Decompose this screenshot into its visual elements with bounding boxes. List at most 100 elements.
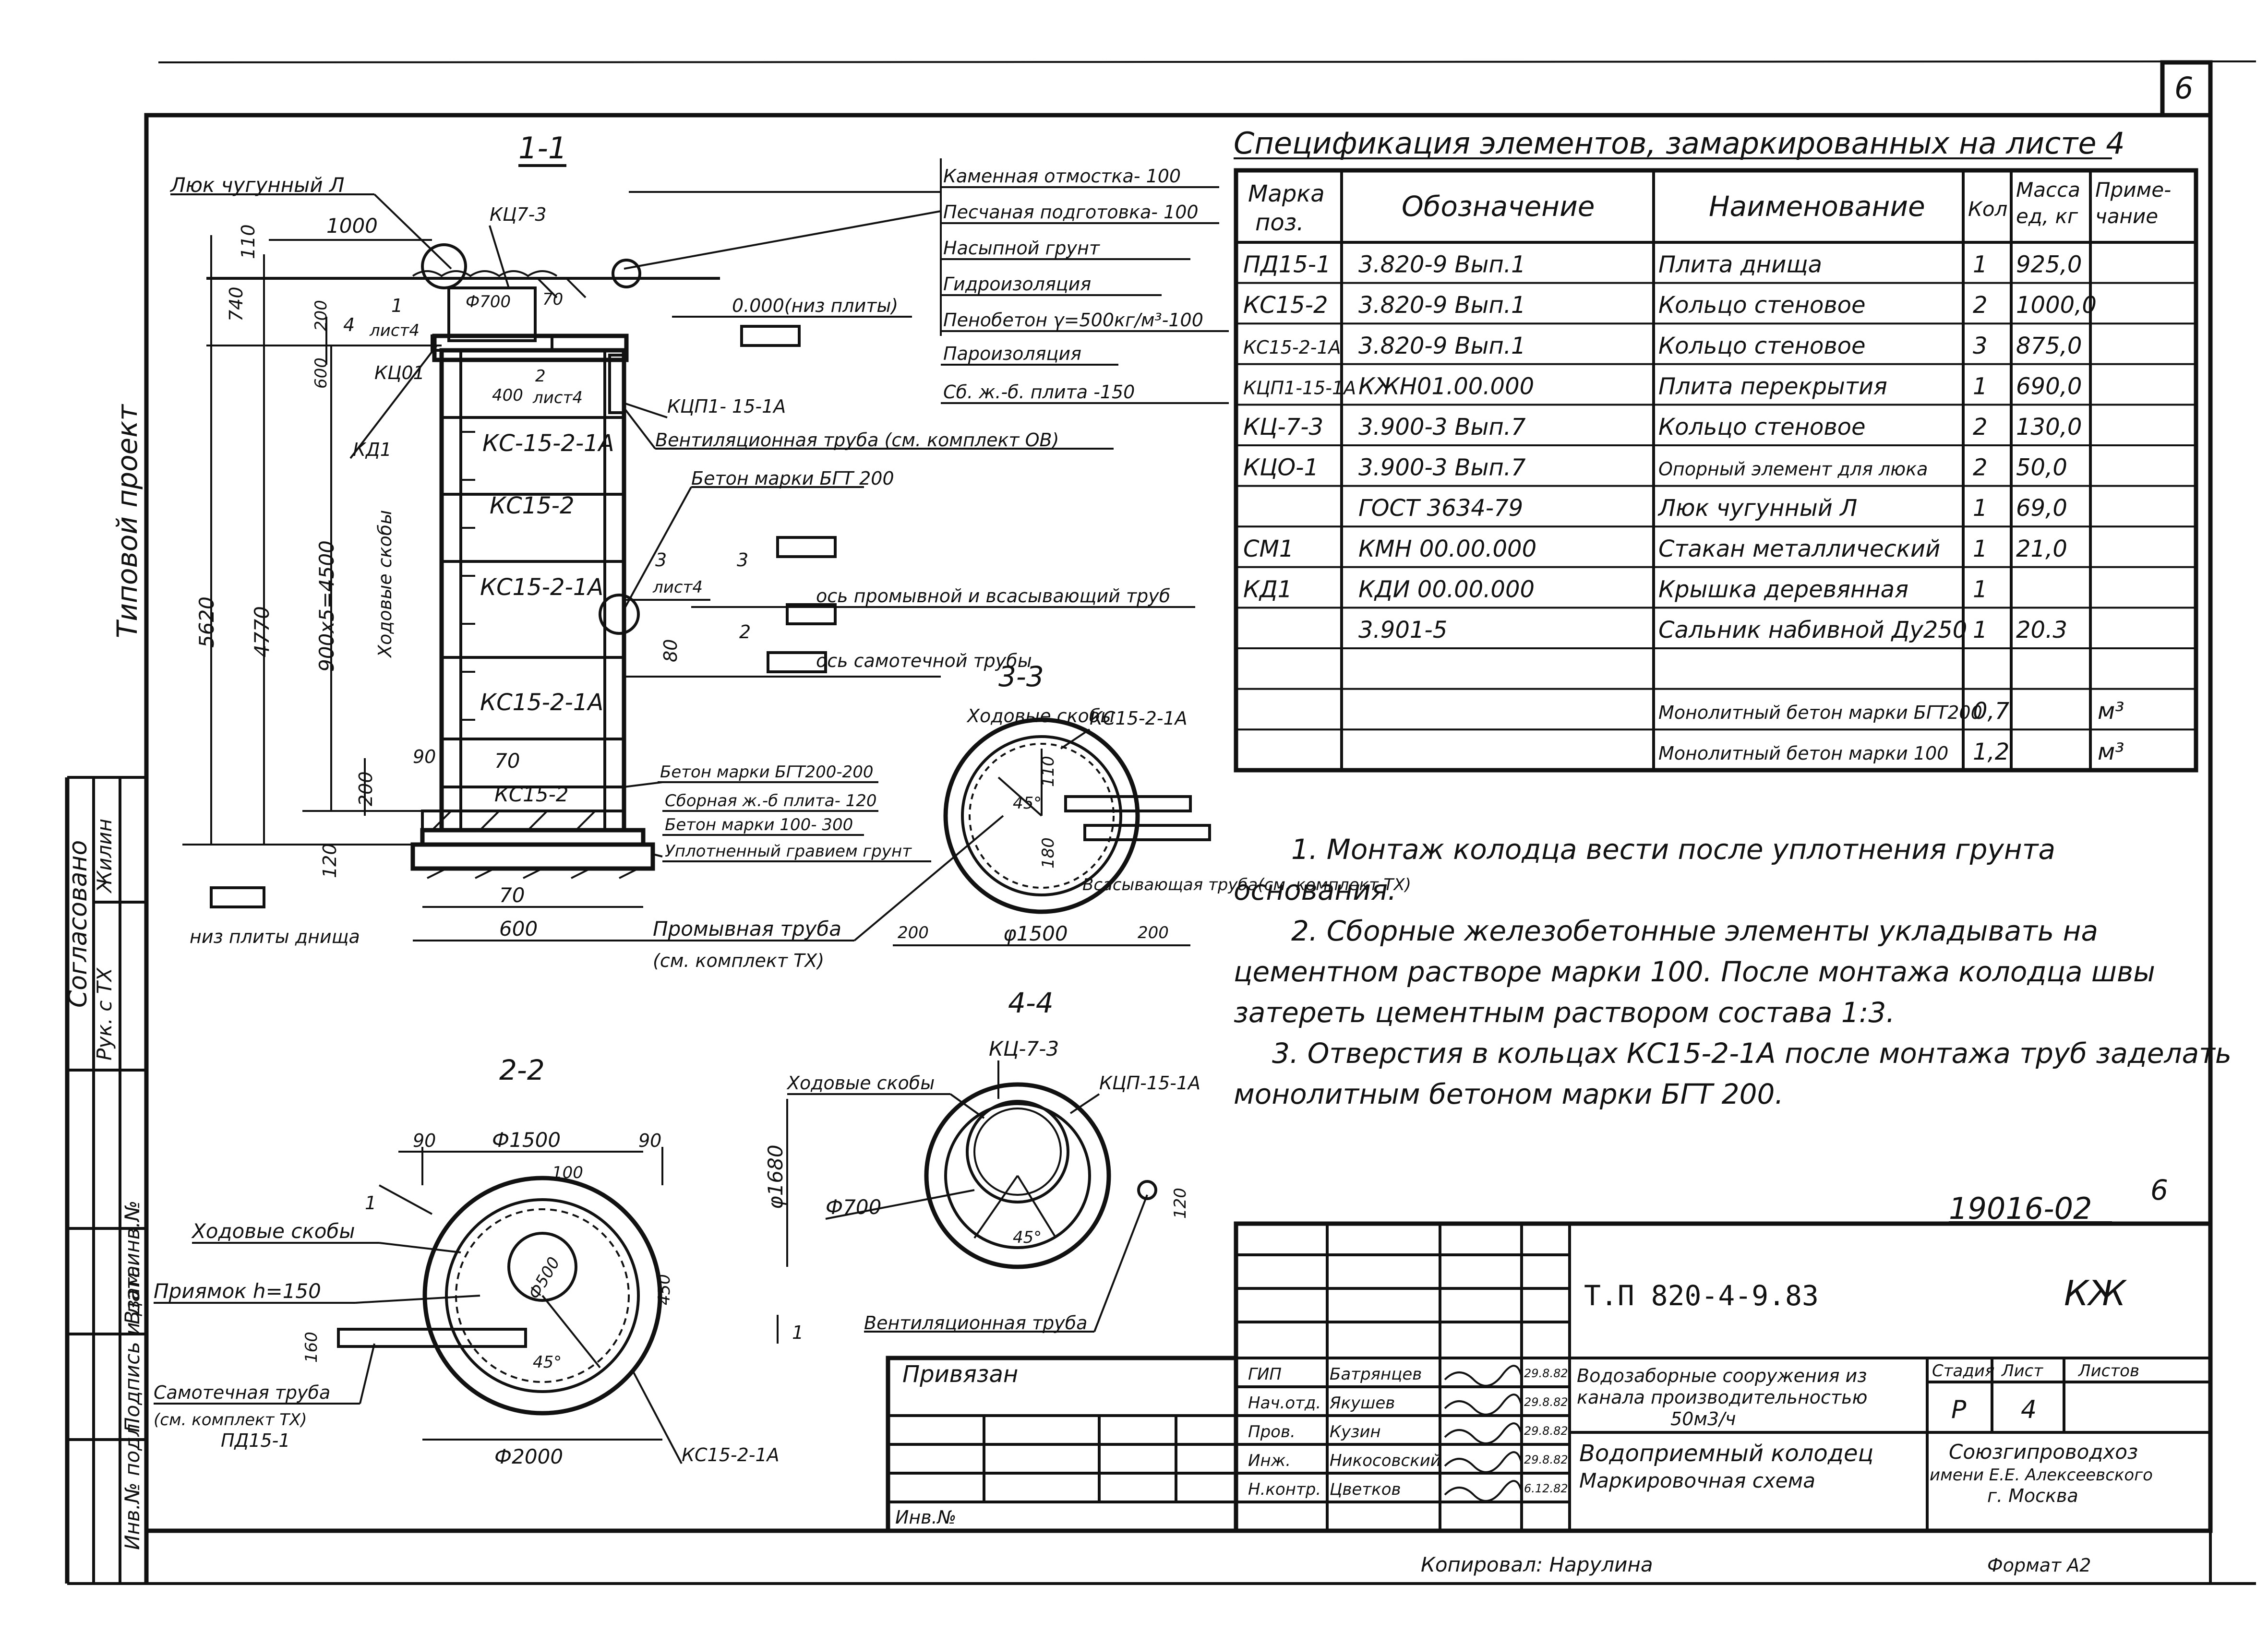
tb-inv: Инв.№	[895, 1507, 956, 1528]
s33-suction: Всасывающая труба(см. комплект ТХ)	[1082, 875, 1411, 894]
spec-cell: КДИ 00.00.000	[1358, 576, 1535, 603]
spec-cell: Монолитный бетон марки 100	[1658, 743, 1948, 764]
spec-cell: 3.901-5	[1358, 617, 1447, 643]
s33-dim-200b: 200	[1138, 923, 1169, 942]
tb-org-3: г. Москва	[1987, 1485, 2078, 1506]
spec-cell: Плита перекрытия	[1658, 373, 1887, 400]
tb-date-5: 6.12.82	[1524, 1482, 1568, 1495]
side-field-3: Инв.№ подл.	[120, 1418, 144, 1550]
s22-ring: КС15-2-1А	[682, 1444, 780, 1465]
sheet-number-repeat: 6	[2150, 1174, 2168, 1206]
dim-phi2200: 600	[499, 917, 538, 941]
spec-cell: 3.820-9 Вып.1	[1358, 292, 1526, 319]
section-1-1: 1-1 КС-15-2-1А КС15-2 КС15-2-1А КС15-2-1…	[169, 131, 1229, 971]
tb-role-1: ГИП	[1248, 1365, 1282, 1384]
spec-cell: Крышка деревянная	[1658, 576, 1908, 603]
note-line-7: монолитным бетоном марки БГТ 200.	[1234, 1078, 1784, 1110]
ring-label-2: КС15-2	[490, 492, 575, 519]
spec-cell: КД1	[1243, 576, 1292, 603]
spec-header-note-2: чание	[2095, 204, 2158, 228]
spec-cell: 3.820-9 Вып.1	[1358, 333, 1526, 359]
s33-dim-200a: 200	[898, 923, 929, 942]
spec-cell: 0,7	[1973, 698, 2010, 725]
spec-cell: 1	[1973, 251, 1988, 278]
spec-cell: м³	[2098, 698, 2124, 725]
sheet4-ref-3: лист4	[652, 578, 703, 597]
tb-stage-head: Стадия	[1932, 1361, 1994, 1381]
note-line-6: 3. Отверстия в кольцах КС15-2-1А после м…	[1272, 1037, 2232, 1070]
s44-ladder: Ходовые скобы	[786, 1072, 935, 1094]
dim-900x5: 900х5=4500	[315, 540, 338, 672]
dim-200: 200	[355, 771, 376, 806]
tb-bound: Привязан	[902, 1361, 1018, 1388]
tb-date-2: 29.8.82	[1524, 1395, 1568, 1409]
spec-cell: 3.820-9 Вып.1	[1358, 251, 1526, 278]
dim-110: 110	[238, 224, 259, 259]
dim-80: 200	[312, 300, 331, 331]
s22-cut-1a: 1	[365, 1192, 376, 1214]
s22-sump: Приямок h=150	[154, 1279, 321, 1303]
s22-dim-phi2000: Ф2000	[494, 1445, 563, 1468]
s22-cut-1b: 1	[792, 1322, 804, 1343]
s22-angle: 45°	[533, 1353, 562, 1372]
dim-phi2000: 70	[499, 883, 525, 907]
tb-code: Т.П 820-4-9.83	[1584, 1279, 1819, 1312]
layer-4: Гидроизоляция	[943, 274, 1091, 295]
spec-cell: 3.900-3 Вып.7	[1358, 414, 1526, 441]
s22-dim-phi1500: Ф1500	[492, 1128, 561, 1152]
cut-4: 4	[343, 314, 355, 335]
callout-kcp1: КЦП1- 15-1А	[667, 396, 786, 417]
spec-header-mass-1: Масса	[2016, 178, 2080, 202]
s44-phi700: Ф700	[826, 1195, 881, 1219]
tb-date-4: 29.8.82	[1524, 1453, 1568, 1466]
dim-600: 80	[660, 639, 681, 662]
s22-dim-90a: 90	[413, 1130, 436, 1151]
tb-drawing-1: Водоприемный колодец	[1579, 1440, 1873, 1467]
cut-2b: 2	[739, 621, 751, 643]
tb-name-5: Цветков	[1330, 1480, 1401, 1499]
sheet4-ref: лист4	[532, 388, 583, 407]
ring-label-5: КС15-2	[494, 783, 568, 806]
dim-1000: 1000	[326, 214, 378, 238]
layer-1: Каменная отмостка- 100	[943, 166, 1181, 187]
spec-cell: Опорный элемент для люка	[1658, 459, 1928, 480]
ladder-rungs	[461, 431, 475, 721]
spec-cell: СМ1	[1243, 536, 1294, 562]
note-line-1: 1. Монтаж колодца вести после уплотнения…	[1291, 833, 2055, 866]
s44-kc73: КЦ-7-3	[989, 1037, 1059, 1060]
s22-dim-90b: 90	[638, 1130, 661, 1151]
spec-cell: 1	[1973, 576, 1988, 603]
stamp-id: 19016-02	[1949, 1191, 2092, 1226]
layer-7: Сб. ж.-б. плита -150	[943, 381, 1135, 403]
ring-label-1: КС-15-2-1А	[482, 430, 614, 457]
callout-axis-pipes-1: ось промывной и всасывающий труб	[816, 585, 1170, 607]
callout-flush-pipe-ref: (см. комплект ТХ)	[653, 950, 824, 971]
spec-cell: Плита днища	[1658, 251, 1822, 278]
spec-cell: КМН 00.00.000	[1358, 536, 1536, 562]
spec-header-mark-1: Марка	[1248, 180, 1325, 207]
tb-name-3: Кузин	[1330, 1422, 1381, 1441]
dim-5620: 5620	[195, 596, 218, 648]
vertical-agreed: Согласовано	[64, 840, 93, 1008]
spec-cell: 130,0	[2016, 414, 2082, 441]
vertical-title: Типовой проект	[111, 404, 144, 638]
spec-cell: КЦП1-15-1А	[1243, 377, 1356, 398]
spec-cell: КС15-2	[1243, 292, 1328, 319]
spec-cell: КЦ-7-3	[1243, 414, 1323, 441]
tb-name-4: Никосовский	[1330, 1451, 1441, 1470]
tb-role-4: Инж.	[1248, 1451, 1291, 1470]
spec-cell: КС15-2-1А	[1243, 337, 1341, 358]
spec-cell: м³	[2098, 739, 2124, 765]
s44-dim-phi1680: φ1680	[764, 1144, 787, 1209]
layer-3: Насыпной грунт	[943, 238, 1101, 259]
tb-object-3: 50м3/ч	[1670, 1408, 1736, 1430]
spec-cell: 1,2	[1973, 739, 2009, 765]
dim-740: 740	[226, 286, 247, 322]
side-field-2: Подпись и дата	[120, 1265, 144, 1432]
tb-name-1: Батрянцев	[1330, 1365, 1422, 1384]
spec-cell: 21,0	[2016, 536, 2067, 562]
dim-120: 120	[319, 843, 340, 878]
spec-cell: Кольцо стеновое	[1658, 333, 1866, 359]
callout-vent-pipe: Вентиляционная труба (см. комплект ОВ)	[655, 429, 1059, 451]
section-label-4-4: 4-4	[1008, 987, 1054, 1019]
